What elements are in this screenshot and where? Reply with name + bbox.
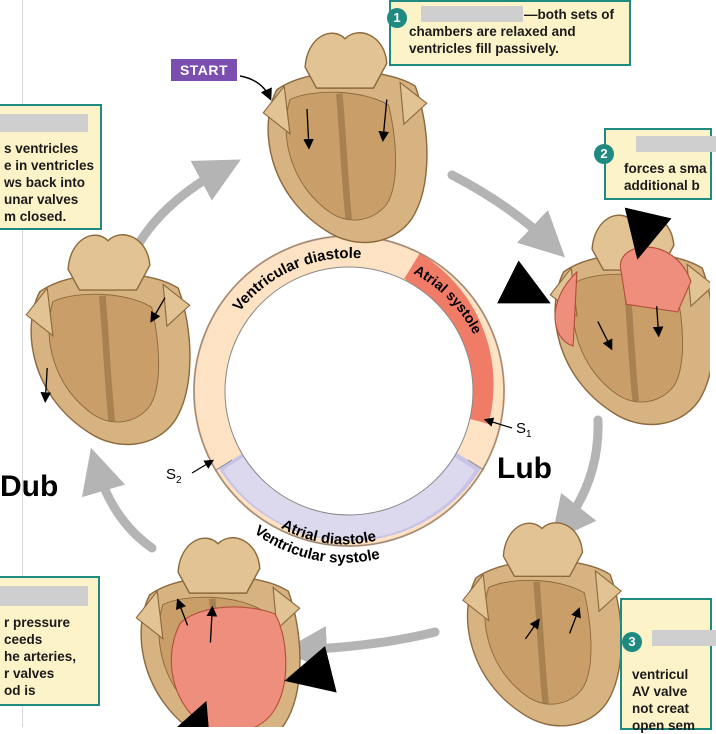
callout-1-line-1: —both sets of [524, 7, 614, 22]
page-divider [22, 0, 23, 727]
callout-left-top-line-5: m closed. [4, 209, 67, 224]
heart-lower-right [463, 523, 621, 726]
callout-left-top: s ventricles e in ventricles ws back int… [0, 104, 102, 230]
callout-left-top-line-3: ws back into [4, 175, 86, 190]
redacted-term-1 [421, 6, 523, 22]
ventricle-contraction-arrow [284, 645, 337, 693]
heart-upper-right [550, 215, 710, 425]
redacted-term-4 [0, 114, 88, 132]
ventricle-contraction-arrow-bottom [166, 700, 211, 727]
cycle-ring [193, 235, 505, 547]
callout-left-top-line-4: unar valves [4, 192, 79, 207]
callout-left-bottom-line-1: r pressure [4, 615, 71, 630]
callout-3-line-4: open sem [632, 718, 696, 733]
callout-left-bottom-line-2: ceeds [4, 632, 43, 647]
start-arrow [239, 75, 272, 101]
dub-label: Dub [0, 470, 59, 503]
callout-left-bottom-line-5: od is [4, 683, 36, 698]
heart-top [263, 33, 427, 243]
callout-1-line-2: chambers are relaxed and [409, 24, 576, 39]
step-number-1: 1 [387, 8, 407, 28]
heart-bottom [136, 538, 300, 727]
callout-left-bottom-line-4: r valves [4, 666, 55, 681]
callout-3-line-2: AV valve [632, 684, 688, 699]
redacted-term-3 [652, 630, 716, 646]
callout-2-line-1: forces a sma [624, 161, 707, 176]
s1-label: S1 [516, 420, 532, 440]
lub-label: Lub [497, 452, 552, 485]
callout-left-bottom-line-3: he arteries, [4, 649, 77, 664]
callout-2-line-2: additional b [624, 178, 700, 193]
heart-left [26, 235, 190, 445]
callout-left-top-line-1: s ventricles [4, 141, 79, 156]
callout-3-line-3: not creat [632, 701, 690, 716]
callout-3-line-1: ventricul [632, 667, 689, 682]
callout-step-3: 3 ventricul AV valve not creat open sem [620, 598, 716, 733]
start-label: START [171, 59, 237, 81]
s2-pointer [191, 459, 215, 474]
redacted-term-5 [0, 586, 88, 606]
atria-contraction-arrow-right [624, 207, 672, 260]
callout-left-bottom: r pressure ceeds he arteries, r valves o… [0, 576, 100, 706]
callout-1-line-3: ventricles fill passively. [409, 41, 559, 56]
callout-step-1: 1 —both sets of chambers are relaxed and… [387, 0, 631, 66]
step-number-2: 2 [594, 144, 614, 164]
callout-left-top-line-2: e in ventricles [4, 158, 95, 173]
atria-contraction-arrow-left [497, 260, 551, 304]
s2-label: S2 [166, 466, 182, 486]
step-number-3: 3 [622, 632, 642, 652]
redacted-term-2 [636, 136, 716, 152]
callout-step-2: 2 forces a sma additional b [594, 128, 716, 200]
s1-pointer [483, 417, 513, 429]
